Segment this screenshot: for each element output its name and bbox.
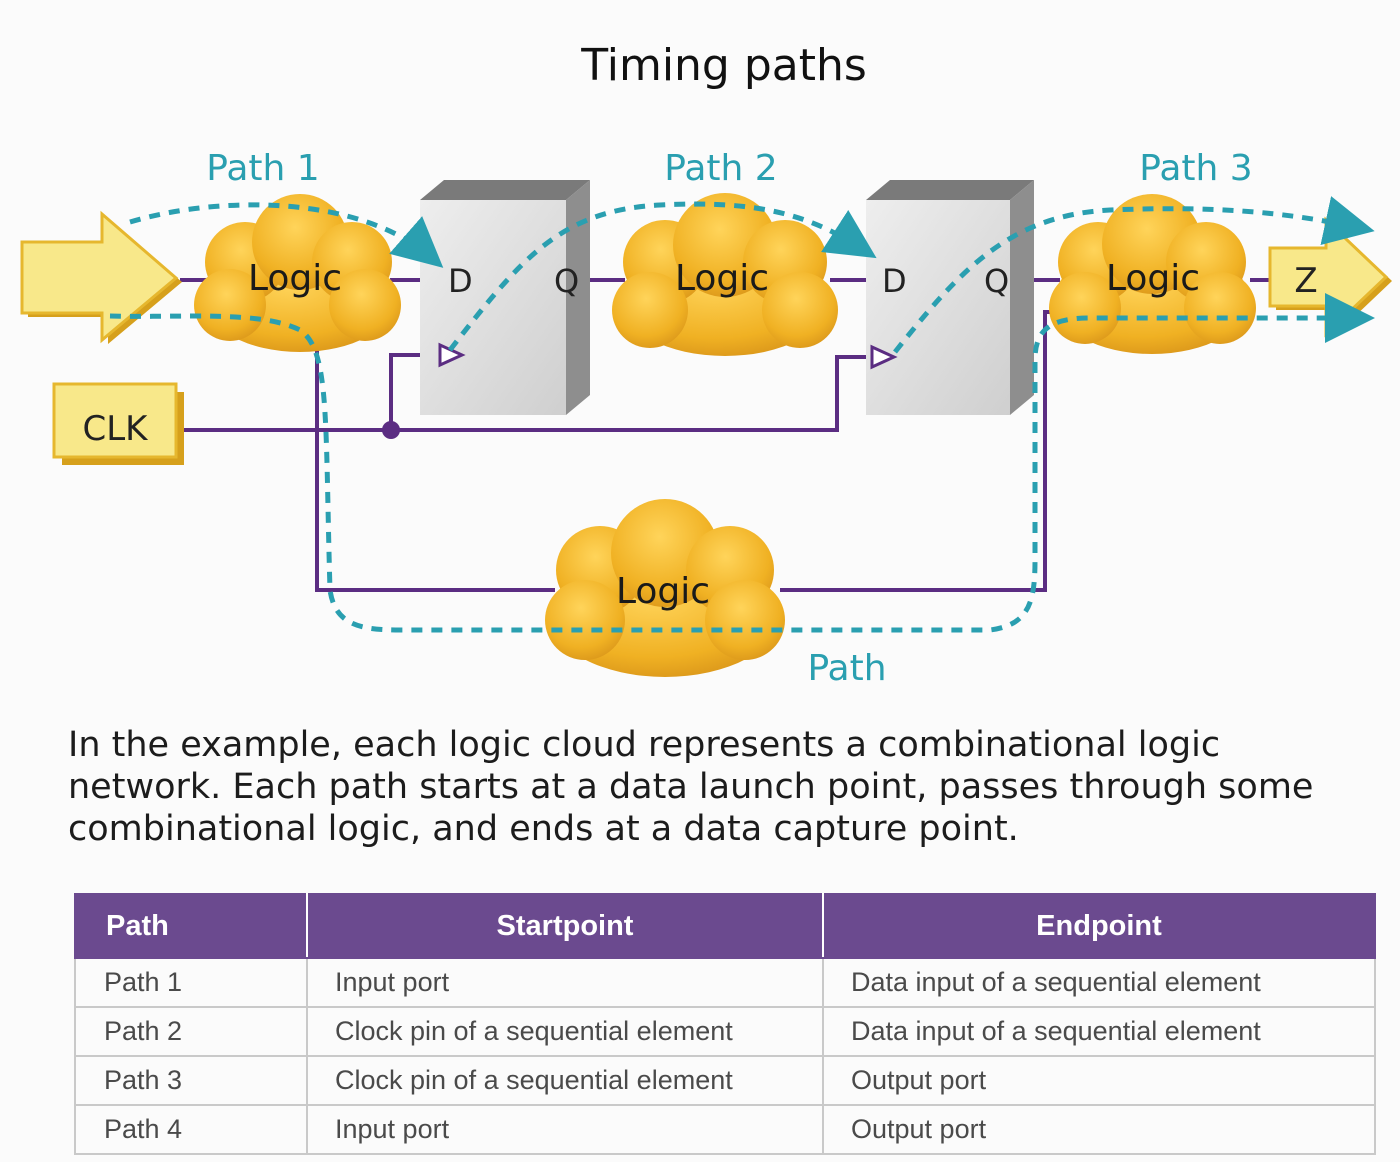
table-cell-startpoint: Input port bbox=[306, 957, 824, 1008]
logic-cloud-4-label: Logic bbox=[616, 571, 710, 612]
path-3-line bbox=[893, 196, 1375, 354]
clock-junction-dot bbox=[382, 421, 400, 439]
output-port-arrow: Z bbox=[1268, 216, 1392, 338]
table-row: Path 4 Input port Output port bbox=[74, 1104, 1376, 1155]
table-cell-endpoint: Output port bbox=[822, 1104, 1376, 1155]
path-2-line bbox=[448, 201, 877, 352]
input-port-arrow bbox=[20, 210, 182, 344]
timing-paths-diagram: Timing paths Path 1 Path 2 Path 3 Path Z… bbox=[20, 40, 1392, 689]
table-cell-startpoint: Clock pin of a sequential element bbox=[306, 1006, 824, 1057]
flip-flop-2: D Q bbox=[866, 180, 1034, 415]
logic-cloud-3: Logic bbox=[1049, 194, 1256, 354]
flip-flop-1-d-pin: D bbox=[448, 262, 473, 300]
logic-cloud-2-label: Logic bbox=[675, 258, 769, 299]
output-port-label: Z bbox=[1294, 261, 1317, 301]
table-header-row: Path Startpoint Endpoint bbox=[74, 893, 1376, 959]
table-cell-startpoint: Clock pin of a sequential element bbox=[306, 1055, 824, 1106]
table-cell-endpoint: Output port bbox=[822, 1055, 1376, 1106]
logic-cloud-2: Logic bbox=[612, 193, 838, 356]
description-text: In the example, each logic cloud represe… bbox=[68, 725, 1314, 849]
timing-path-lines bbox=[109, 196, 1375, 633]
table-cell-startpoint: Input port bbox=[306, 1104, 824, 1155]
table-cell-endpoint: Data input of a sequential element bbox=[822, 957, 1376, 1008]
logic-cloud-3-label: Logic bbox=[1106, 258, 1200, 299]
table-row: Path 3 Clock pin of a sequential element… bbox=[74, 1055, 1376, 1106]
path-4-line bbox=[109, 293, 1375, 633]
flip-flop-2-q-pin: Q bbox=[984, 262, 1009, 300]
path-2-label: Path 2 bbox=[664, 148, 777, 189]
path-3-label: Path 3 bbox=[1139, 148, 1252, 189]
table-cell-path: Path 3 bbox=[74, 1055, 308, 1106]
timing-paths-table: Path Startpoint Endpoint Path 1 Input po… bbox=[74, 893, 1376, 1155]
table-row: Path 1 Input port Data input of a sequen… bbox=[74, 957, 1376, 1008]
flip-flop-1: D Q bbox=[420, 180, 590, 415]
table-cell-path: Path 2 bbox=[74, 1006, 308, 1057]
table-row: Path 2 Clock pin of a sequential element… bbox=[74, 1006, 1376, 1057]
column-header-endpoint: Endpoint bbox=[822, 893, 1376, 959]
logic-cloud-4: Logic bbox=[545, 499, 785, 677]
path-1-label: Path 1 bbox=[206, 148, 319, 189]
flip-flop-1-q-pin: Q bbox=[554, 262, 579, 300]
table-cell-endpoint: Data input of a sequential element bbox=[822, 1006, 1376, 1057]
path-4-label: Path bbox=[807, 648, 886, 689]
table-cell-path: Path 4 bbox=[74, 1104, 308, 1155]
column-header-startpoint: Startpoint bbox=[306, 893, 824, 959]
diagram-title: Timing paths bbox=[580, 40, 867, 91]
logic-cloud-1: Logic bbox=[194, 194, 401, 352]
logic-cloud-1-label: Logic bbox=[248, 258, 342, 299]
clk-label: CLK bbox=[83, 409, 150, 449]
column-header-path: Path bbox=[74, 893, 308, 959]
clk-port: CLK bbox=[52, 382, 184, 465]
table-cell-path: Path 1 bbox=[74, 957, 308, 1008]
flip-flop-2-d-pin: D bbox=[882, 262, 907, 300]
